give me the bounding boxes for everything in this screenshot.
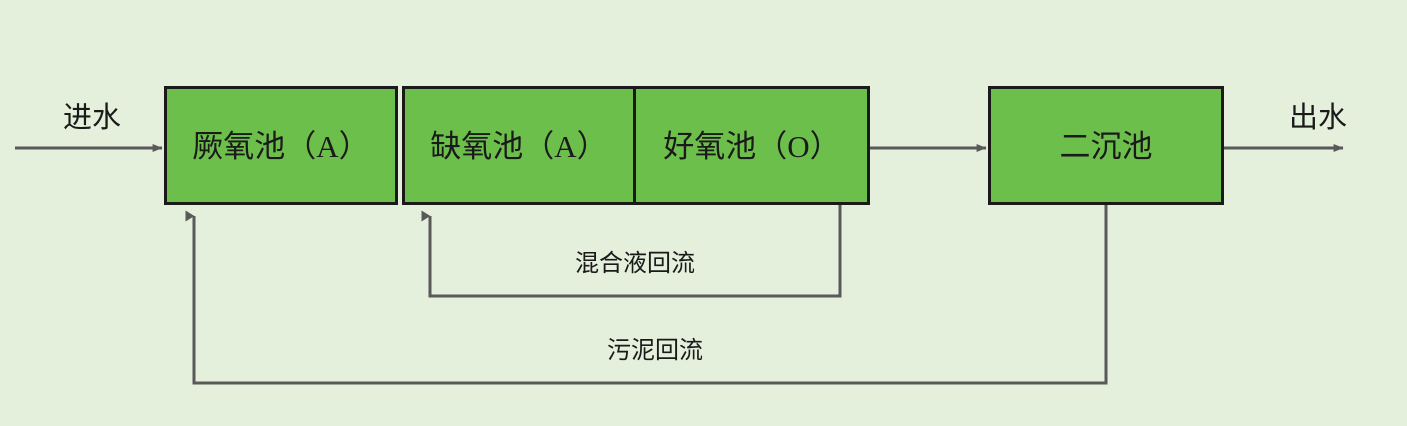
tank-anaerobic-box: [164, 86, 398, 205]
tank-aerobic-box: [633, 86, 870, 205]
mixed-liquor-return-line: [421, 205, 842, 298]
tank-anoxic-box: [402, 86, 636, 205]
tank-clarifier-box: [988, 86, 1224, 205]
sludge-return-line: [185, 205, 1108, 385]
